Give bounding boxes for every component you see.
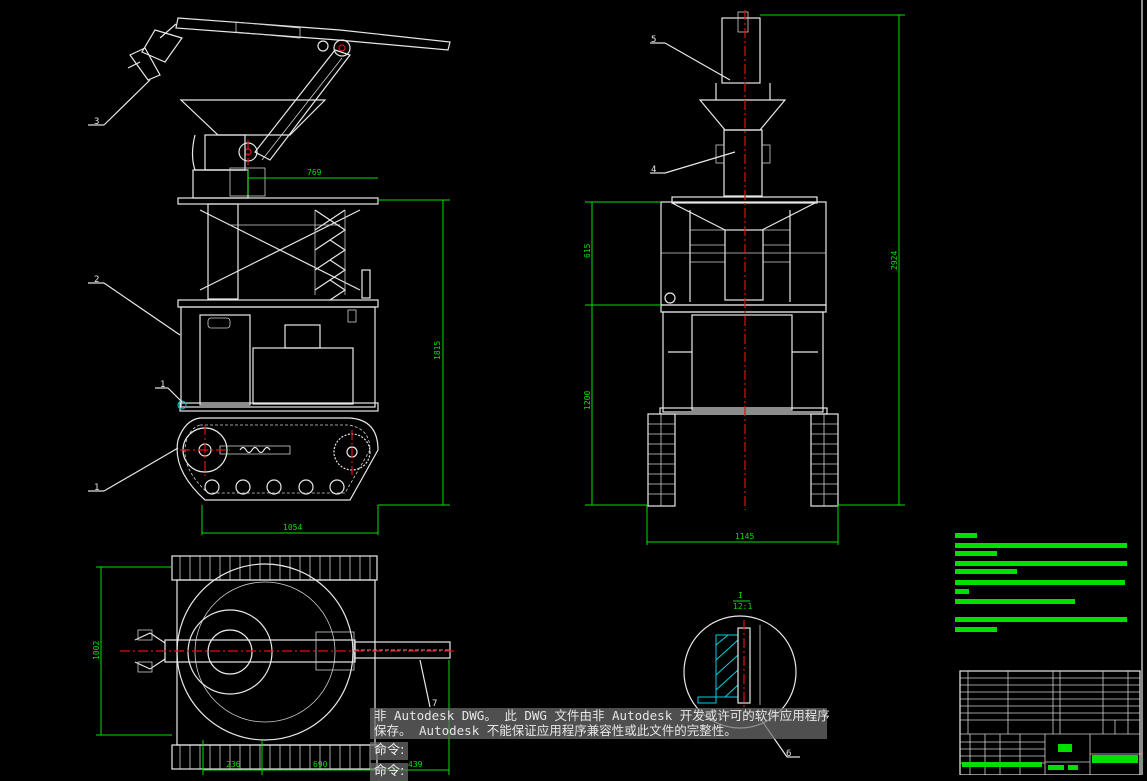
title-block bbox=[959, 670, 1142, 775]
chassis-body bbox=[177, 299, 379, 412]
dim-769: 769 bbox=[307, 168, 322, 177]
dim-1815: 1815 bbox=[433, 341, 442, 360]
command-prompt-input[interactable]: 命令: bbox=[370, 763, 409, 781]
scissor-lift bbox=[199, 203, 371, 301]
front-tracks bbox=[647, 413, 839, 507]
command-prompt-history: 命令: bbox=[370, 742, 409, 760]
part-label-7: 7 bbox=[432, 699, 437, 709]
detail-label: I bbox=[738, 591, 743, 600]
part-label-2: 2 bbox=[94, 275, 99, 285]
command-line-warning: 非 Autodesk DWG。 此 DWG 文件由非 Autodesk 开发或许… bbox=[370, 708, 830, 739]
dim-2924: 2924 bbox=[890, 251, 899, 270]
technical-requirements bbox=[955, 533, 1127, 632]
detail-scale: 12:1 bbox=[733, 602, 752, 611]
part-label-4: 4 bbox=[651, 165, 656, 175]
part-label-6: 6 bbox=[786, 749, 791, 759]
part-label-1a: 1 bbox=[160, 380, 165, 390]
robot-arm bbox=[127, 17, 451, 162]
warning-line-1: 非 Autodesk DWG。 此 DWG 文件由非 Autodesk 开发或许… bbox=[374, 708, 830, 723]
dim-1054: 1054 bbox=[283, 523, 302, 532]
crawler-track bbox=[176, 417, 379, 501]
dim-1002: 1002 bbox=[92, 641, 101, 660]
dim-1145: 1145 bbox=[735, 532, 754, 541]
part-label-1b: 1 bbox=[94, 483, 99, 493]
plan-view: 1002 236 690 439 7 bbox=[92, 555, 455, 775]
detail-view: I 12:1 6 bbox=[683, 591, 800, 759]
dim-615: 615 bbox=[583, 243, 592, 258]
dim-439: 439 bbox=[408, 760, 423, 769]
side-part-labels: 3 2 1 1 bbox=[88, 79, 183, 493]
upper-platform bbox=[177, 197, 379, 205]
side-view: 769 1815 1054 3 2 1 1 bbox=[88, 17, 451, 535]
front-view: 615 1200 2924 1145 5 4 bbox=[583, 10, 905, 545]
warning-line-2: 保存。 Autodesk 不能保证应用程序兼容性或此文件的完整性。 bbox=[374, 723, 737, 738]
dim-690: 690 bbox=[313, 760, 328, 769]
front-part-labels: 5 4 bbox=[650, 35, 736, 175]
part-label-5: 5 bbox=[651, 35, 656, 45]
part-label-3: 3 bbox=[94, 117, 99, 127]
dim-236: 236 bbox=[226, 760, 241, 769]
front-dimensions: 615 1200 2924 1145 bbox=[583, 14, 905, 545]
side-dimensions: 769 1815 1054 bbox=[201, 168, 450, 535]
hopper bbox=[179, 99, 327, 199]
dim-1200: 1200 bbox=[583, 391, 592, 410]
